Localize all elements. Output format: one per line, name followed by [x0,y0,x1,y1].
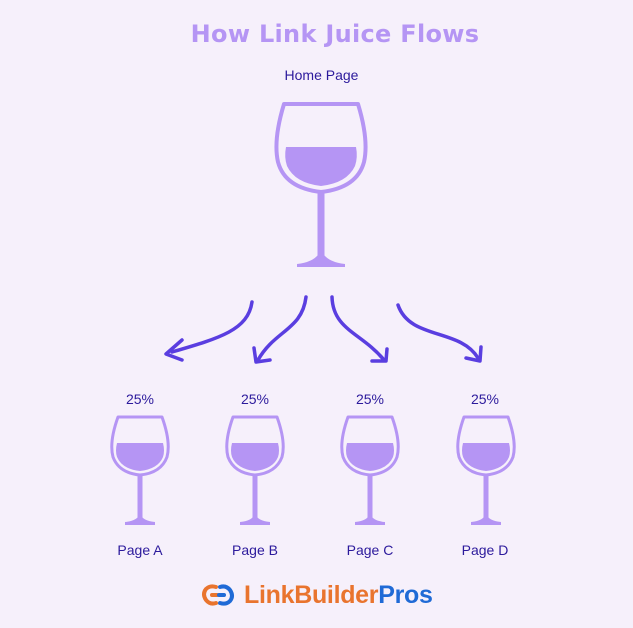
brand-name: LinkBuilderPros [244,581,433,610]
home-page-label: Home Page [284,67,359,83]
brand-name-part2: Pros [378,580,433,609]
page-c-label: Page C [346,542,394,558]
page-c-wine-glass-icon [340,415,400,525]
page-b-label: Page B [232,542,278,558]
arrow-to-page-c-icon [330,295,389,363]
arrow-to-page-b-icon [252,295,308,364]
page-a-wine-glass-icon [110,415,170,525]
page-c-share: 25% [355,391,385,407]
page-b-share: 25% [240,391,270,407]
page-b-wine-glass-icon [225,415,285,525]
page-a-share: 25% [125,391,155,407]
home-wine-glass-icon [274,102,368,267]
page-a-label: Page A [117,542,163,558]
arrow-to-page-a-icon [164,300,254,362]
page-d-wine-glass-icon [456,415,516,525]
brand-name-part1: LinkBuilder [244,580,379,609]
arrow-to-page-d-icon [396,303,483,363]
chain-link-icon [202,584,234,606]
page-d-share: 25% [470,391,500,407]
brand-logo: LinkBuilderPros [200,578,433,612]
diagram-title: How Link Juice Flows [190,20,480,48]
page-d-label: Page D [461,542,509,558]
